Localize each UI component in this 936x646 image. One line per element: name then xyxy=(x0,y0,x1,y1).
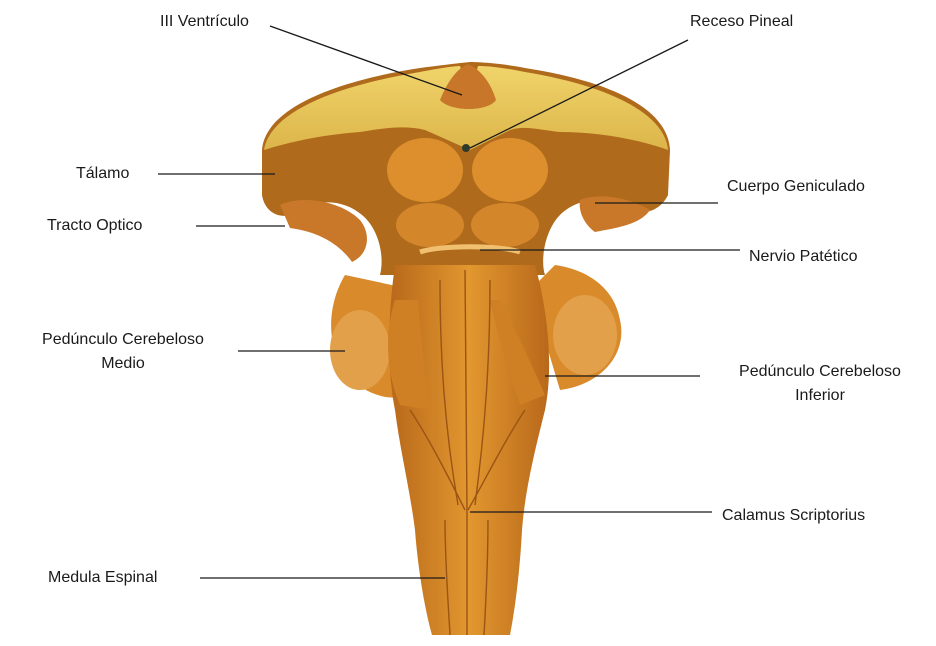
label-thalamus: Tálamo xyxy=(76,162,129,186)
label-optic-tract: Tracto Optico xyxy=(47,214,142,238)
colliculus-left xyxy=(387,138,463,202)
optic-tract-left xyxy=(280,200,367,262)
lower-colliculus-left xyxy=(396,203,464,247)
label-geniculate-body: Cuerpo Geniculado xyxy=(727,175,865,199)
label-inferior-peduncle-line1: Pedúnculo Cerebeloso xyxy=(708,360,932,384)
pineal-recess xyxy=(462,144,470,152)
label-pathetic-nerve: Nervio Patético xyxy=(749,245,858,269)
label-calamus-scriptorius: Calamus Scriptorius xyxy=(722,504,865,528)
label-middle-peduncle-line2: Medio xyxy=(12,352,234,376)
middle-peduncle-left-cut xyxy=(330,310,390,390)
colliculus-right xyxy=(472,138,548,202)
label-inferior-peduncle: Pedúnculo Cerebeloso Inferior xyxy=(708,360,932,408)
label-inferior-peduncle-line2: Inferior xyxy=(708,384,932,408)
label-middle-peduncle: Pedúnculo Cerebeloso Medio xyxy=(12,328,234,376)
label-third-ventricle: III Ventrículo xyxy=(160,10,249,34)
middle-peduncle-right-cut xyxy=(553,295,617,375)
label-middle-peduncle-line1: Pedúnculo Cerebeloso xyxy=(12,328,234,352)
label-pineal-recess: Receso Pineal xyxy=(690,10,793,34)
lower-colliculus-right xyxy=(471,203,539,247)
label-spinal-cord: Medula Espinal xyxy=(48,566,157,590)
